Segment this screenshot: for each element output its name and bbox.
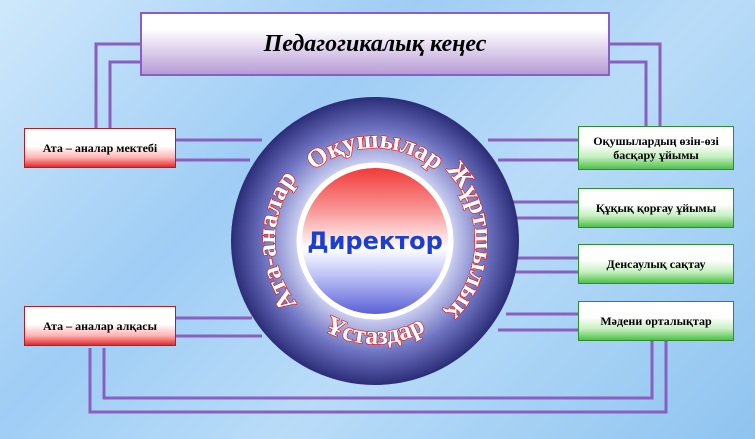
- left-box-parents-school: Ата – аналар мектебі: [24, 128, 176, 168]
- connector-bottom-outer: [88, 340, 668, 414]
- connector-bottom-inner: [102, 340, 654, 400]
- right-box-self-government-label: Оқушылардың өзін-өзі басқару ұйымы: [593, 134, 719, 162]
- right-box-culture-label: Мәдени орталықтар: [600, 314, 712, 328]
- director-label: Директор: [307, 227, 443, 255]
- connector-title-left-inner: [108, 60, 140, 130]
- left-box-parents-council: Ата – аналар алқасы: [24, 306, 176, 346]
- connector-title-right-outer: [610, 42, 662, 126]
- connector-title-right-inner: [610, 60, 648, 126]
- right-box-law-protection: Құқық қорғау ұйымы: [578, 188, 734, 228]
- right-box-self-government: Оқушылардың өзін-өзі басқару ұйымы: [578, 126, 734, 170]
- center-ring: Оқушылар Жұртшылық Ұстаздар Ата-аналар Д…: [231, 97, 519, 385]
- right-box-health: Денсаулық сақтау: [578, 244, 734, 284]
- right-box-law-protection-label: Құқық қорғау ұйымы: [595, 201, 717, 215]
- left-box-parents-school-label: Ата – аналар мектебі: [42, 141, 158, 155]
- director-circle: [302, 168, 448, 314]
- title-text: Педагогикалық кеңес: [263, 30, 487, 57]
- right-box-health-label: Денсаулық сақтау: [606, 257, 706, 271]
- connector-title-left-outer: [94, 42, 140, 130]
- right-box-culture: Мәдени орталықтар: [578, 301, 734, 341]
- left-box-parents-council-label: Ата – аналар алқасы: [43, 319, 157, 333]
- title-box: Педагогикалық кеңес: [140, 12, 610, 76]
